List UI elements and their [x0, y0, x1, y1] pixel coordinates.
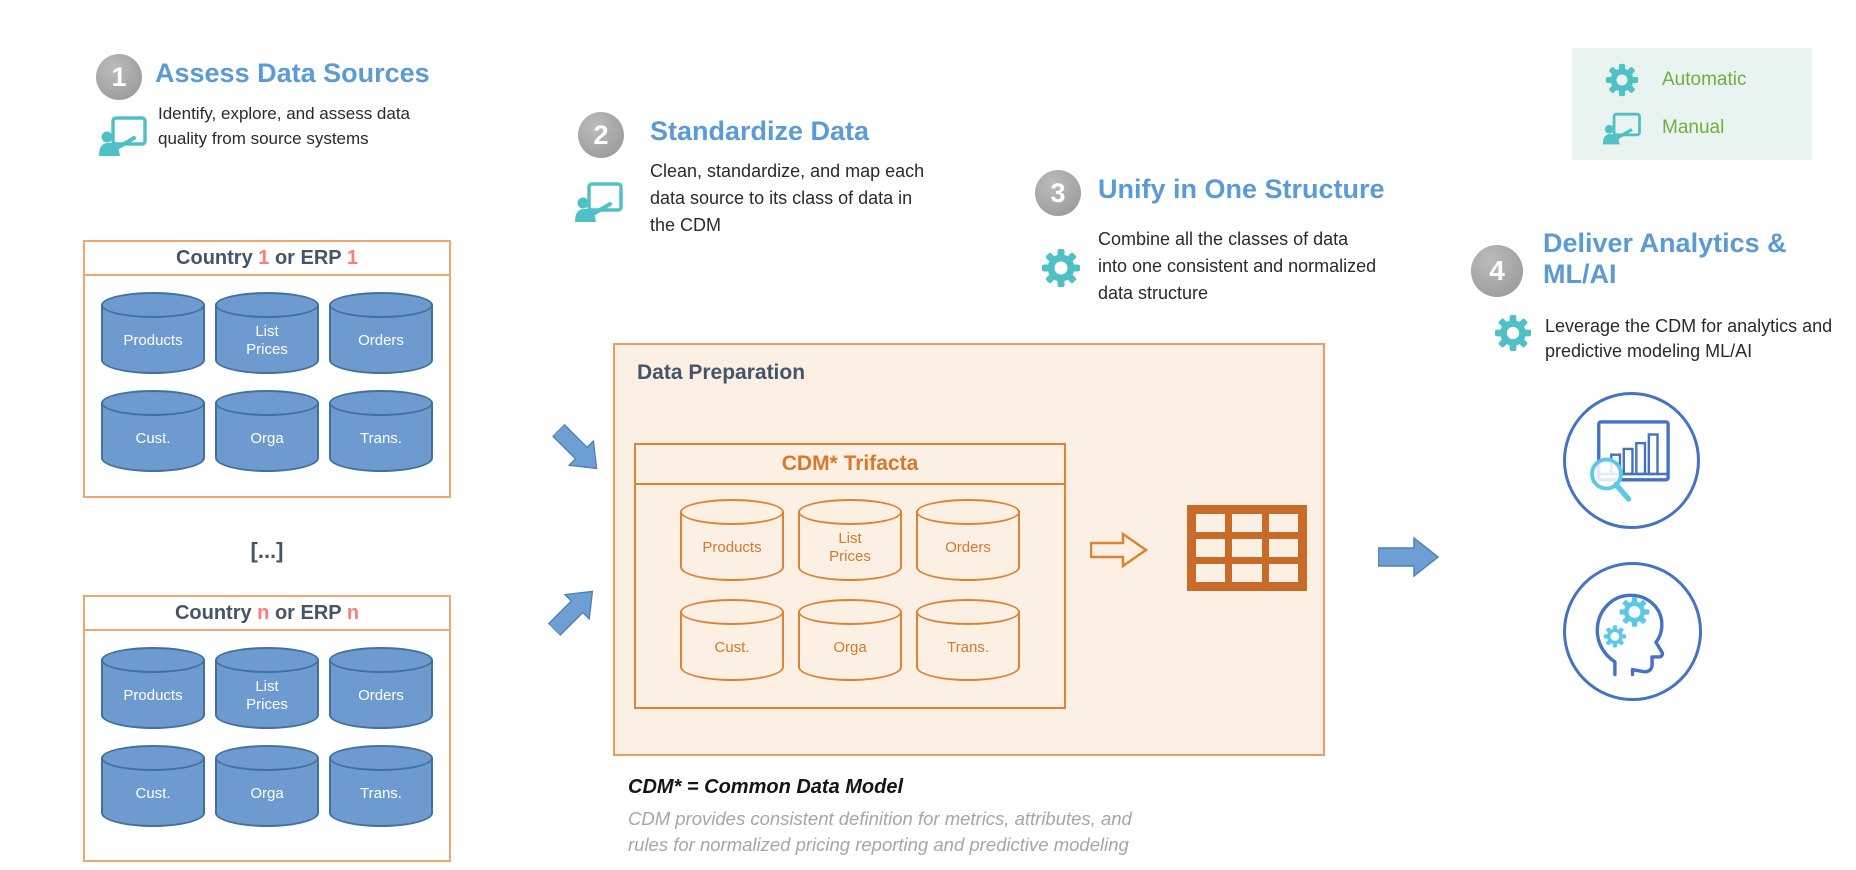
- database-cylinder-list-prices: List Prices: [215, 647, 319, 729]
- database-label: Trans.: [360, 785, 402, 802]
- database-label: List Prices: [246, 323, 288, 358]
- cdm-cylinder-trans: Trans.: [916, 599, 1020, 681]
- footnote-body: CDM provides consistent definition for m…: [628, 808, 1132, 855]
- step4-number-badge: 4: [1471, 245, 1523, 297]
- flow-arrow-prep-to-analytics: [1377, 535, 1440, 579]
- cdm-databases: Products List Prices Orders Cust. Orga: [636, 485, 1064, 681]
- database-cylinder-orga: Orga: [215, 390, 319, 472]
- database-cylinder-trans: Trans.: [329, 745, 433, 827]
- country-1-box-title: Country 1 or ERP 1: [85, 242, 449, 276]
- database-label: List Prices: [829, 530, 871, 565]
- more-sources-ellipsis: [...]: [250, 538, 284, 563]
- database-label: Orders: [358, 332, 404, 349]
- database-cylinder-orders: Orders: [329, 292, 433, 374]
- automatic-gear-icon: [1494, 314, 1532, 352]
- title-text: or ERP: [269, 246, 347, 269]
- title-text: or ERP: [269, 601, 347, 624]
- cdm-cylinder-products: Products: [680, 499, 784, 581]
- database-cylinder-list-prices: List Prices: [215, 292, 319, 374]
- database-label: Trans.: [947, 639, 989, 656]
- step4-title: Deliver Analytics & ML/AI: [1543, 228, 1787, 289]
- legend-row-automatic: Automatic: [1602, 62, 1812, 98]
- country-n-databases: Products List Prices Orders Cust. Orga T…: [85, 631, 449, 827]
- automatic-gear-icon: [1602, 62, 1642, 98]
- database-label: Cust.: [714, 639, 750, 656]
- database-label: Trans.: [360, 430, 402, 447]
- automatic-gear-icon: [1041, 248, 1081, 288]
- database-cylinder-products: Products: [101, 647, 205, 729]
- flow-arrow-cdm-to-table: [1089, 530, 1149, 570]
- step3-title: Unify in One Structure: [1098, 174, 1385, 204]
- step1-title: Assess Data Sources: [155, 58, 430, 88]
- step3-description: Combine all the classes of data into one…: [1098, 229, 1377, 303]
- legend-automatic-label: Automatic: [1662, 69, 1747, 90]
- step2-number-badge: 2: [578, 112, 624, 158]
- step1-number-badge: 1: [96, 54, 142, 100]
- manual-whiteboard-icon: [574, 180, 624, 224]
- database-label: Products: [123, 332, 183, 349]
- database-label: Orders: [945, 539, 991, 556]
- database-label: List Prices: [246, 678, 288, 713]
- database-label: Orga: [833, 639, 867, 656]
- country-n-source-box: Country n or ERP n Products List Prices …: [83, 595, 451, 862]
- title-number: 1: [258, 246, 270, 269]
- database-label: Orders: [358, 687, 404, 704]
- footnote-title: CDM* = Common Data Model: [628, 776, 904, 798]
- ml-ai-head-gears-icon: [1563, 562, 1702, 701]
- database-cylinder-orga: Orga: [215, 745, 319, 827]
- step2-title: Standardize Data: [650, 116, 870, 146]
- database-cylinder-orders: Orders: [329, 647, 433, 729]
- database-label: Products: [123, 687, 183, 704]
- title-number: n: [257, 601, 270, 624]
- database-label: Cust.: [135, 430, 171, 447]
- country-1-databases: Products List Prices Orders Cust. Orga T…: [85, 276, 449, 472]
- database-cylinder-products: Products: [101, 292, 205, 374]
- database-label: Products: [702, 539, 762, 556]
- step3-number-badge: 3: [1035, 170, 1081, 216]
- legend-row-manual: Manual: [1602, 110, 1812, 146]
- title-number: n: [346, 601, 360, 624]
- country-n-box-title: Country n or ERP n: [85, 597, 449, 631]
- cdm-trifacta-title: CDM* Trifacta: [636, 445, 1064, 485]
- database-label: Orga: [250, 785, 284, 802]
- flow-arrow-countryn-to-prep: [540, 576, 608, 644]
- database-cylinder-cust: Cust.: [101, 390, 205, 472]
- manual-whiteboard-icon: [98, 114, 148, 158]
- title-text: Country: [174, 601, 258, 624]
- unified-table-icon: [1187, 505, 1307, 591]
- legend: Automatic Manual: [1572, 48, 1812, 160]
- cdm-cylinder-cust: Cust.: [680, 599, 784, 681]
- cdm-trifacta-box: CDM* Trifacta Products List Prices Order…: [634, 443, 1066, 709]
- step2-description: Clean, standardize, and map each data so…: [650, 161, 925, 235]
- analytics-chart-icon: [1563, 392, 1700, 529]
- legend-manual-label: Manual: [1662, 117, 1725, 138]
- data-preparation-title: Data Preparation: [637, 361, 806, 384]
- manual-whiteboard-icon: [1602, 110, 1642, 146]
- cdm-cylinder-list-prices: List Prices: [798, 499, 902, 581]
- database-label: Orga: [250, 430, 284, 447]
- cdm-cylinder-orders: Orders: [916, 499, 1020, 581]
- step1-description: Identify, explore, and assess data quali…: [158, 104, 411, 148]
- title-text: Country: [176, 246, 259, 269]
- title-number: 1: [346, 246, 358, 269]
- cdm-cylinder-orga: Orga: [798, 599, 902, 681]
- database-cylinder-cust: Cust.: [101, 745, 205, 827]
- database-label: Cust.: [135, 785, 171, 802]
- flow-arrow-country1-to-prep: [544, 416, 612, 484]
- step4-description: Leverage the CDM for analytics and predi…: [1545, 316, 1833, 362]
- database-cylinder-trans: Trans.: [329, 390, 433, 472]
- country-1-source-box: Country 1 or ERP 1 Products List Prices …: [83, 240, 451, 498]
